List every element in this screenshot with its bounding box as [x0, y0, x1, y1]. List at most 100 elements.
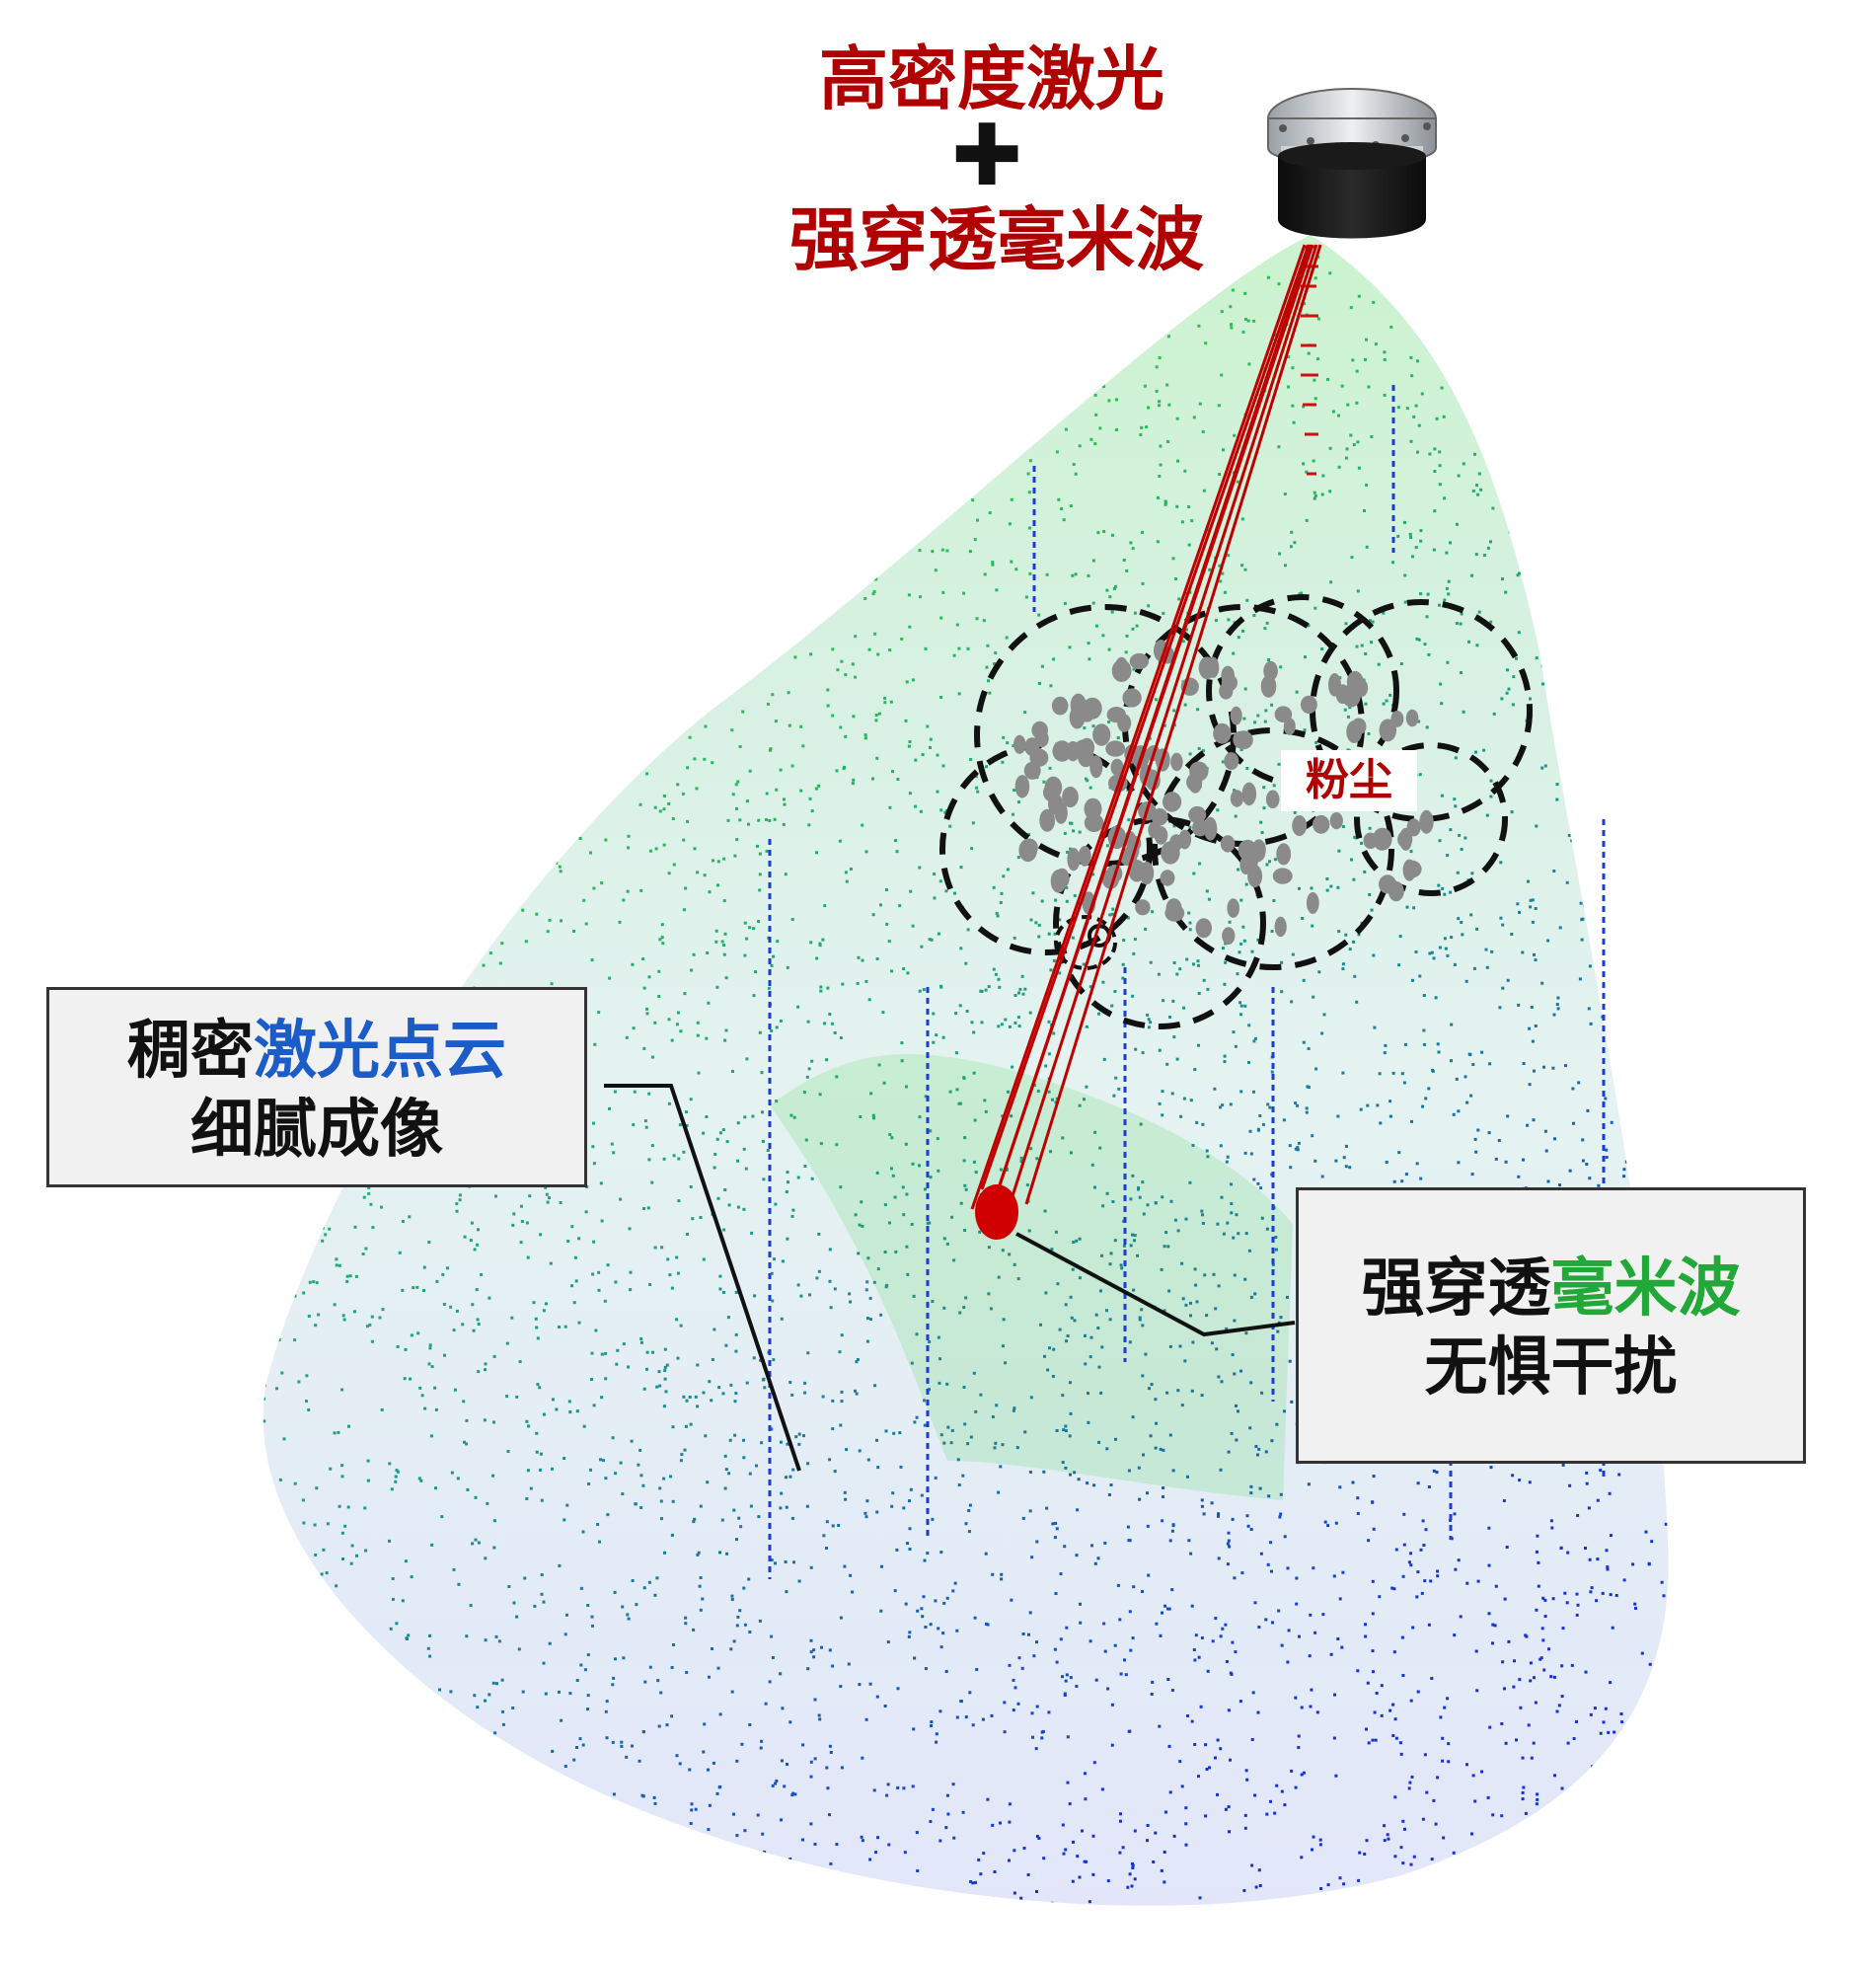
cloud-point [1522, 1062, 1526, 1065]
cloud-point [402, 301, 406, 304]
cloud-point [835, 412, 839, 416]
cloud-point [527, 1424, 531, 1428]
cloud-point [1098, 426, 1102, 430]
cloud-point [438, 601, 442, 604]
cloud-point [1271, 1621, 1274, 1625]
cloud-point [950, 284, 954, 287]
cloud-point [1228, 1545, 1232, 1549]
cloud-point [1192, 416, 1196, 419]
cloud-point [1585, 361, 1589, 365]
cloud-point [1008, 1663, 1012, 1667]
cloud-point [281, 1705, 285, 1708]
cloud-point [597, 1011, 601, 1015]
cloud-point [593, 693, 597, 697]
cloud-point [1433, 509, 1437, 513]
cloud-point [458, 1844, 462, 1848]
cloud-point [546, 1200, 550, 1204]
cloud-point [493, 1936, 496, 1938]
cloud-point [1142, 284, 1146, 288]
cloud-point [788, 723, 791, 727]
cloud-point [780, 1440, 783, 1444]
cloud-point [1284, 564, 1287, 568]
cloud-point [1355, 369, 1359, 373]
cloud-point [1681, 1149, 1684, 1152]
cloud-point [1543, 231, 1546, 234]
cloud-point [644, 1125, 648, 1129]
cloud-point [719, 428, 723, 432]
cloud-point [971, 1881, 975, 1885]
cloud-point [340, 337, 344, 341]
cloud-point [1328, 490, 1332, 494]
cloud-point [572, 797, 575, 801]
cloud-point [851, 662, 855, 666]
cloud-point [313, 1887, 317, 1891]
cloud-point [1652, 935, 1656, 939]
cloud-point [670, 1286, 674, 1290]
cloud-point [835, 1143, 839, 1147]
cloud-point [597, 490, 601, 494]
cloud-point [1256, 1453, 1259, 1457]
cloud-point [714, 940, 718, 944]
cloud-point [439, 784, 443, 788]
cloud-point [450, 1937, 453, 1940]
cloud-point [391, 1597, 395, 1601]
cloud-point [621, 1605, 625, 1609]
cloud-point [1189, 1099, 1193, 1102]
cloud-point [1569, 1881, 1573, 1885]
cloud-point [1663, 1045, 1667, 1049]
cloud-point [360, 472, 364, 476]
cloud-point [348, 378, 352, 382]
cloud-point [872, 1116, 875, 1120]
cloud-point [533, 762, 536, 766]
cloud-point [834, 524, 838, 528]
cloud-point [700, 353, 704, 357]
cloud-point [1150, 1383, 1154, 1387]
cloud-point [1296, 1148, 1300, 1152]
cloud-point [661, 942, 665, 946]
cloud-point [799, 724, 803, 728]
cloud-point [1630, 1874, 1634, 1878]
cloud-point [854, 1213, 858, 1217]
cloud-point [824, 359, 828, 363]
cloud-point [1017, 991, 1020, 995]
cloud-point [362, 1195, 366, 1199]
cloud-point [1555, 783, 1559, 787]
cloud-point [903, 299, 907, 303]
cloud-point [1491, 232, 1494, 235]
cloud-point [656, 1679, 660, 1683]
cloud-point [373, 1843, 377, 1847]
cloud-point [902, 1506, 906, 1510]
cloud-point [1624, 703, 1628, 706]
cloud-point [1215, 1347, 1219, 1351]
cloud-point [875, 1695, 879, 1699]
cloud-point [950, 390, 954, 394]
cloud-point [455, 1209, 459, 1213]
cloud-point [632, 1123, 636, 1127]
cloud-point [682, 1395, 686, 1399]
cloud-point [247, 1808, 250, 1811]
cloud-point [1360, 644, 1364, 647]
cloud-point [530, 775, 533, 779]
cloud-point [1168, 1016, 1171, 1019]
cloud-point [429, 1434, 433, 1438]
cloud-point [861, 823, 864, 827]
cloud-point [1446, 256, 1450, 260]
cloud-point [734, 398, 738, 402]
cloud-point [813, 1698, 817, 1702]
cloud-point [406, 1805, 409, 1809]
cloud-point [931, 550, 935, 554]
cloud-point [597, 280, 601, 284]
cloud-point [1650, 1540, 1654, 1544]
cloud-point [819, 989, 823, 993]
cloud-point [859, 339, 863, 342]
cloud-point [1622, 1175, 1626, 1178]
cloud-point [1049, 1150, 1052, 1154]
cloud-point [1499, 367, 1503, 371]
cloud-point [1578, 977, 1582, 981]
cloud-point [1609, 1681, 1613, 1685]
cloud-point [905, 1192, 909, 1196]
cloud-point [458, 1193, 462, 1197]
cloud-point [964, 1522, 968, 1526]
cloud-point [852, 535, 856, 539]
cloud-point [645, 1012, 649, 1016]
